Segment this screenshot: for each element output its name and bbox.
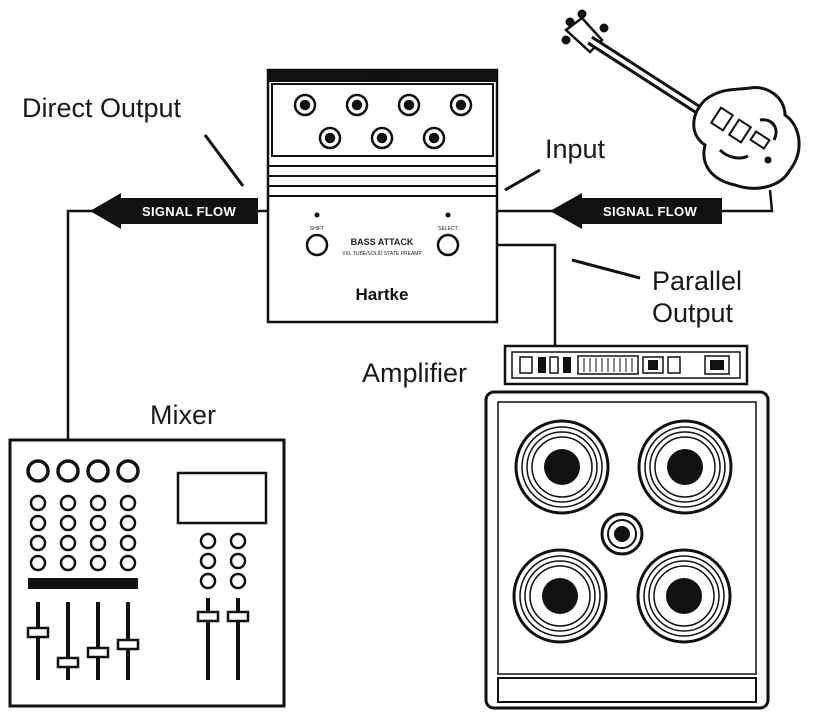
pedal-right-switch-label: SELECT xyxy=(438,226,457,232)
input-label: Input xyxy=(545,134,606,164)
amplifier-head xyxy=(503,344,749,386)
pedal-knob-row-top xyxy=(293,93,473,117)
pedal-led-left xyxy=(314,212,320,218)
mixer-input-jacks xyxy=(26,459,140,483)
pedal-model-name: BASS ATTACK xyxy=(351,237,414,247)
bass-guitar-icon xyxy=(561,9,801,190)
pedal-top-lip xyxy=(268,70,497,82)
amplifier-label: Amplifier xyxy=(362,358,467,388)
speaker-cabinet xyxy=(484,390,770,710)
speaker-bottom-right-icon xyxy=(636,548,732,644)
parallel-output-label-line1: Parallel xyxy=(652,266,742,296)
direct-output-label: Direct Output xyxy=(22,93,182,123)
mixer xyxy=(8,438,286,708)
pedal-knob-row-bottom xyxy=(318,126,446,150)
signal-flow-left-label: SIGNAL FLOW xyxy=(142,204,236,219)
pedal-right-footswitch[interactable] xyxy=(436,233,460,257)
pedal-left-switch-label: SHIFT xyxy=(310,226,324,232)
pedal-ridges xyxy=(268,165,497,197)
input-pointer xyxy=(504,168,541,192)
mixer-channel-faders xyxy=(26,602,140,680)
bass-attack-pedal: Hartke SHIFT SELECT xyxy=(266,67,499,324)
pedal-model-subtitle: VXL TUBE/SOLID STATE PREAMP xyxy=(342,251,422,257)
pedal-brand-logo: Hartke xyxy=(356,285,409,304)
pedal-led-right xyxy=(445,212,451,218)
speaker-top-left-icon xyxy=(514,419,610,515)
signal-flow-arrow-right: SIGNAL FLOW xyxy=(550,193,722,229)
parallel-output-pointer xyxy=(571,258,641,280)
pedal-left-footswitch[interactable] xyxy=(305,233,329,257)
parallel-output-label-line2: Output xyxy=(652,298,734,328)
direct-output-pointer xyxy=(203,134,245,187)
speaker-bottom-left-icon xyxy=(512,548,608,644)
tweeter-icon xyxy=(600,512,644,556)
speaker-top-right-icon xyxy=(637,419,733,515)
cabinet-base xyxy=(497,677,757,703)
mixer-display xyxy=(176,471,268,525)
mixer-label: Mixer xyxy=(150,400,216,430)
signal-flow-right-label: SIGNAL FLOW xyxy=(603,204,697,219)
pedal-top-brand: Hartke xyxy=(363,67,401,81)
mixer-label-strip xyxy=(28,578,138,589)
mixer-master-faders xyxy=(196,598,250,680)
parallel-output-cable xyxy=(497,243,557,358)
signal-flow-arrow-left: SIGNAL FLOW xyxy=(90,193,258,229)
mixer-channel-knobs xyxy=(29,494,137,572)
mixer-master-knobs xyxy=(199,532,247,590)
